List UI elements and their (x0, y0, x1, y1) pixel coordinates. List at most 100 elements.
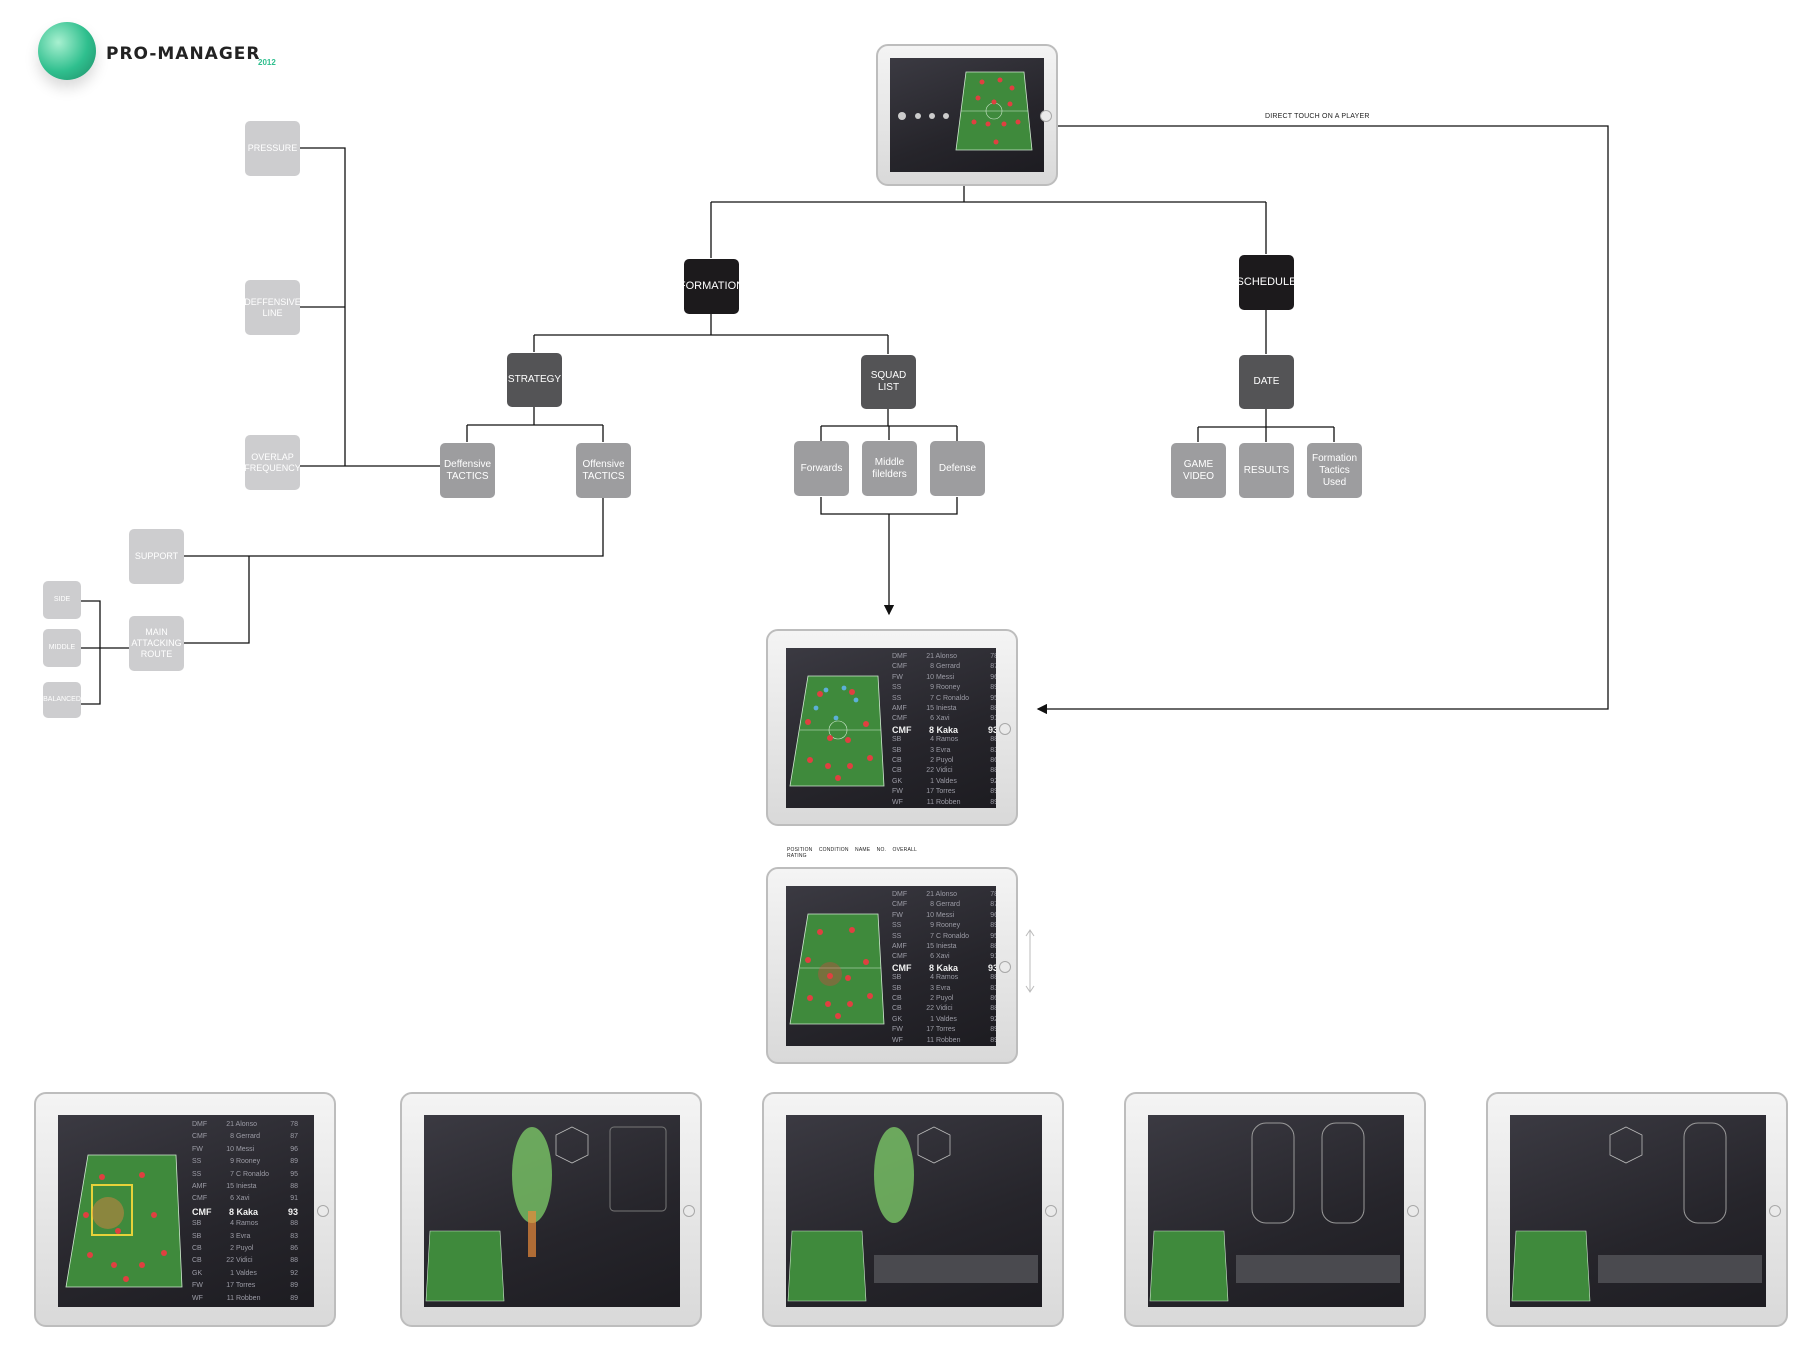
node-main-attacking-route[interactable]: MAIN ATTACKING ROUTE (129, 616, 184, 671)
node-overlap-frequency[interactable]: OVERLAP FREQUENCY (245, 435, 300, 490)
node-strategy[interactable]: STRATEGY (507, 353, 562, 407)
roster-name: Valdes (234, 1269, 257, 1277)
tablet-button-icon[interactable] (317, 1204, 329, 1217)
node-forwards[interactable]: Forwards (794, 441, 849, 496)
roster-rating: 91 (990, 715, 996, 723)
node-squad-list[interactable]: SQUAD LIST (861, 355, 916, 409)
roster-name: Iniesta (234, 1183, 257, 1191)
tablet-swap-confirmed[interactable] (1486, 1092, 1788, 1327)
node-defensive-tactics[interactable]: Deffensive TACTICS (440, 443, 495, 498)
node-balanced[interactable]: BALANCED (43, 682, 81, 718)
node-support[interactable]: SUPPORT (129, 529, 184, 584)
roster-rating: 83 (990, 746, 996, 754)
roster-rating: 88 (290, 1257, 298, 1265)
tablet-compare[interactable] (1124, 1092, 1426, 1327)
roster-name: Rooney (234, 1158, 261, 1166)
tablet-button-icon[interactable] (1407, 1204, 1419, 1217)
roster-name: Rooney (934, 684, 961, 692)
tablet-button-icon[interactable] (683, 1204, 695, 1217)
node-pressure[interactable]: PRESSURE (245, 121, 300, 176)
tablet-home[interactable] (876, 44, 1058, 186)
node-defensive-line[interactable]: DEFFENSIVE LINE (245, 280, 300, 335)
roster-pos: GK (192, 1269, 203, 1277)
roster-no: 6 (930, 953, 934, 961)
tablet-substitutions[interactable] (762, 1092, 1064, 1327)
node-date[interactable]: DATE (1239, 355, 1294, 409)
node-midfielders[interactable]: Middle filelders (862, 441, 917, 496)
tablet-button-icon[interactable] (999, 960, 1011, 973)
roster-pos: SS (892, 922, 902, 930)
tablet-button-icon[interactable] (999, 722, 1011, 735)
tablet-button-icon[interactable] (1769, 1204, 1781, 1217)
node-formation-tactics-used[interactable]: Formation Tactics Used (1307, 443, 1362, 498)
node-side[interactable]: SIDE (43, 581, 81, 619)
node-middle[interactable]: MIDDLE (43, 629, 81, 667)
node-schedule[interactable]: SCHEDULE (1239, 255, 1294, 310)
tablet-button-icon[interactable] (1045, 1204, 1057, 1217)
roster-pos: SS (892, 694, 902, 702)
roster-pos: CMF (892, 663, 908, 671)
tablet-player-detail[interactable] (400, 1092, 702, 1327)
roster-name: Alonso (234, 1121, 257, 1128)
home-button-icon[interactable] (1040, 110, 1052, 122)
node-defense[interactable]: Defense (930, 441, 985, 496)
node-formation[interactable]: FORMATION (684, 259, 739, 314)
roster-no: 22 (226, 1257, 234, 1265)
compare-art (1149, 1122, 1400, 1302)
node-offensive-tactics[interactable]: Offensive TACTICS (576, 443, 631, 498)
node-results[interactable]: RESULTS (1239, 443, 1294, 498)
roster-name: Kaka (934, 724, 959, 735)
roster-name: Torres (934, 788, 956, 796)
direct-touch-label: DIRECT TOUCH ON A PLAYER (1265, 113, 1370, 120)
node-game-video[interactable]: GAME VIDEO (1171, 443, 1226, 498)
